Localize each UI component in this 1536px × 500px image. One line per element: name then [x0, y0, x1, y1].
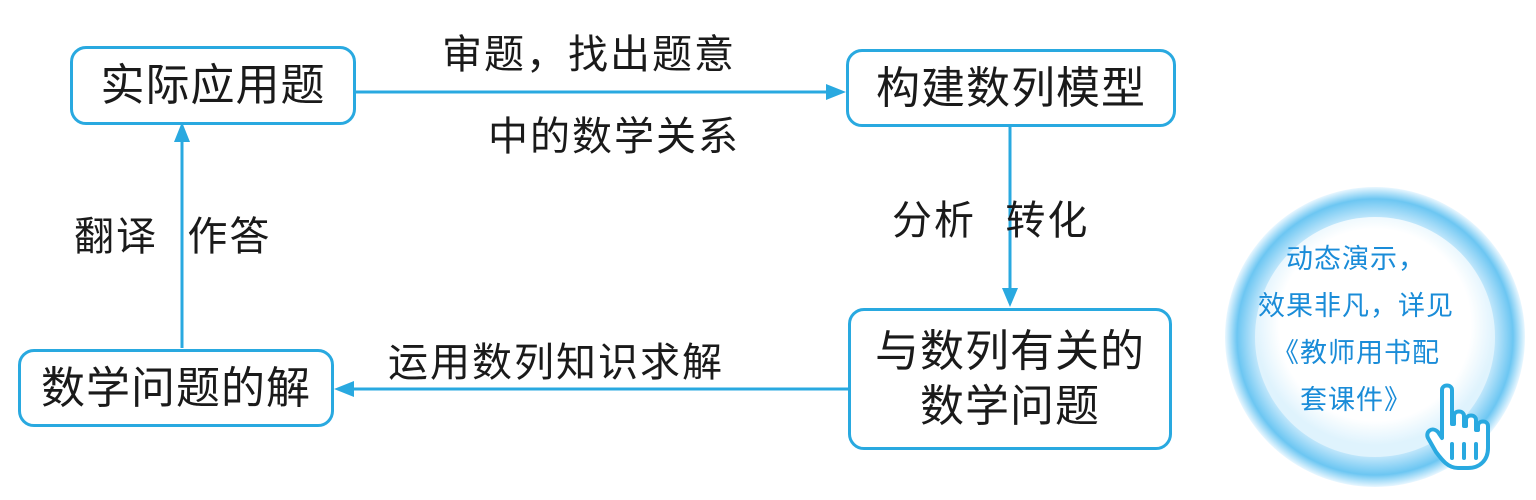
- edge-top-label-line1: 审题，找出题意: [442, 32, 736, 78]
- pointing-hand-icon[interactable]: [1424, 382, 1514, 474]
- node-math-solution-label: 数学问题的解: [41, 362, 311, 414]
- arrowhead-bottom: [334, 381, 354, 397]
- edge-bottom-label: 运用数列知识求解: [388, 340, 724, 386]
- node-build-model-label: 构建数列模型: [876, 62, 1146, 114]
- arrowhead-left: [174, 122, 190, 142]
- node-real-problem: 实际应用题: [70, 46, 356, 125]
- edge-right-label: 分析 转化: [892, 198, 1090, 244]
- edge-left-label: 翻译 作答: [74, 214, 272, 260]
- edge-top-label-line2: 中的数学关系: [488, 114, 740, 160]
- badge-line1: 动态演示，: [1286, 244, 1426, 275]
- arrowhead-top: [826, 84, 846, 100]
- badge-text[interactable]: 动态演示， 效果非凡，详见 《教师用书配 套课件》: [1236, 236, 1476, 424]
- node-math-solution: 数学问题的解: [18, 349, 334, 427]
- node-math-problem-line1: 与数列有关的: [875, 326, 1145, 377]
- node-build-model: 构建数列模型: [846, 49, 1176, 127]
- badge-line4: 套课件》: [1300, 385, 1412, 416]
- node-real-problem-label: 实际应用题: [100, 60, 326, 111]
- node-math-problem: 与数列有关的 数学问题: [848, 308, 1172, 450]
- badge-line3: 《教师用书配: [1272, 338, 1440, 369]
- node-math-problem-line2: 数学问题: [920, 381, 1100, 432]
- badge-line2: 效果非凡，详见: [1258, 291, 1454, 322]
- arrowhead-right: [1002, 288, 1018, 307]
